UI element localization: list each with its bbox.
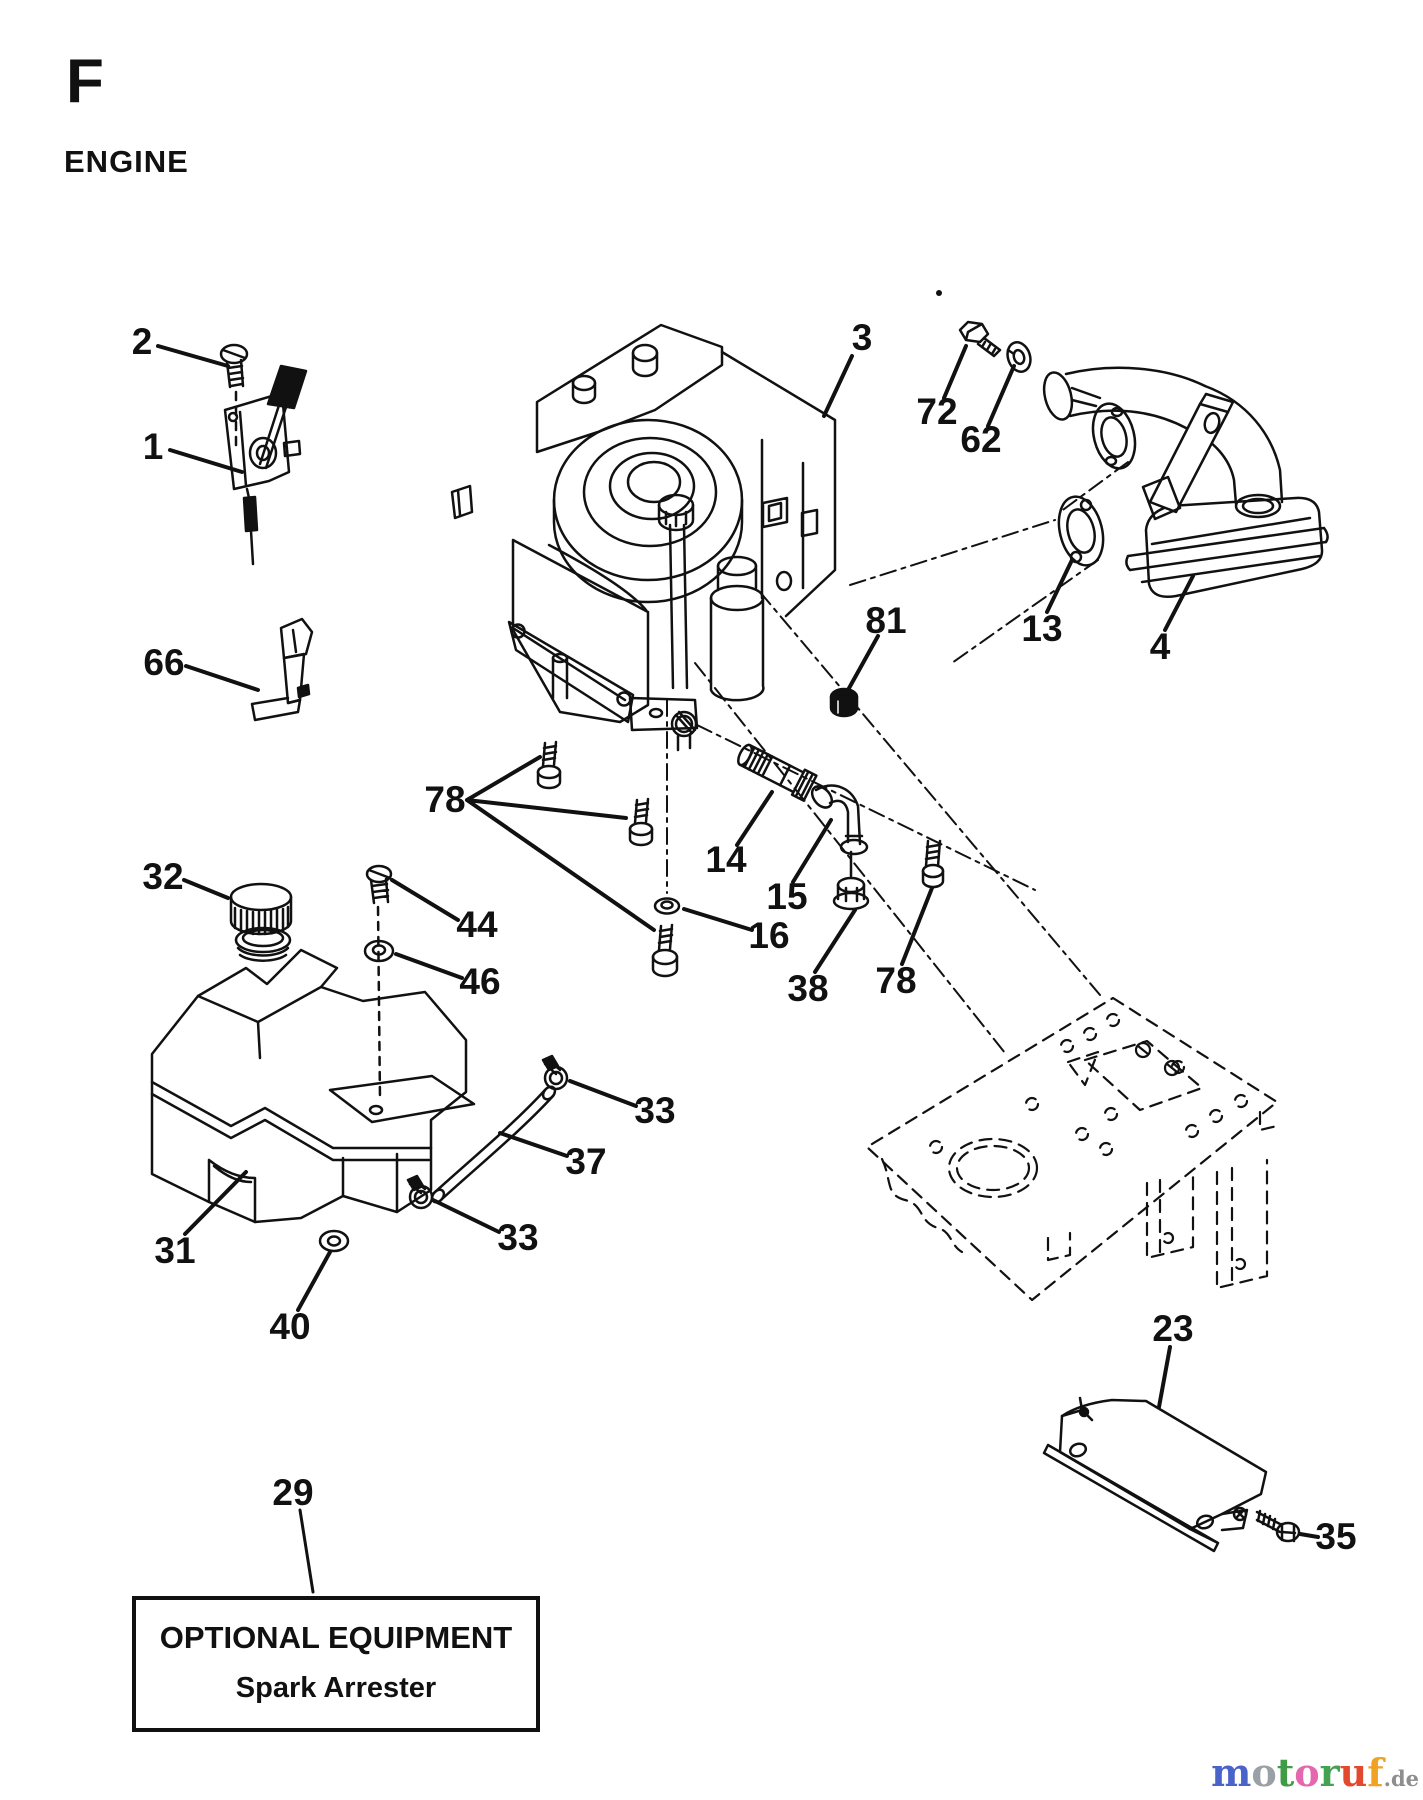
watermark: motoruf.de [1211, 1750, 1419, 1795]
part-label-32: 32 [142, 856, 184, 897]
hose-clamp-part-33-lower [406, 1174, 434, 1210]
watermark-suffix: .de [1383, 1766, 1419, 1791]
bolt-part-35 [1255, 1509, 1301, 1543]
elbow-part-15 [810, 784, 869, 856]
spark-arrester-label: Spark Arrester [235, 1672, 437, 1704]
section-title: ENGINE [64, 144, 189, 179]
bolt-part-78-b [628, 797, 654, 847]
watermark-letters: motoruf [1211, 1750, 1384, 1795]
part-label-40: 40 [269, 1306, 311, 1347]
throttle-control-part-1 [219, 343, 308, 566]
part-label-35: 35 [1315, 1516, 1357, 1557]
part-label-29: 29 [272, 1472, 314, 1513]
gasket-part-13 [1057, 495, 1105, 567]
watermark-letter: m [1211, 1750, 1252, 1795]
watermark-letter: u [1339, 1750, 1368, 1795]
washer-part-46 [363, 939, 395, 963]
part-label-37: 37 [565, 1141, 607, 1182]
part-label-46: 46 [459, 961, 501, 1002]
part-label-31: 31 [154, 1230, 196, 1271]
fuel-tank-part-31 [150, 948, 476, 1224]
part-label-1: 1 [142, 426, 164, 467]
bolt-part-78-right [921, 839, 945, 889]
part-label-81: 81 [865, 600, 907, 641]
washer-part-40 [318, 1229, 350, 1253]
part-label-16: 16 [748, 915, 790, 956]
muffler-assembly [936, 290, 1329, 598]
part-label-4: 4 [1149, 626, 1171, 667]
nut-part-81 [829, 687, 859, 718]
fuel-cap-part-32 [229, 882, 293, 936]
bracket-part-66 [250, 617, 314, 722]
bolt-part-78-c [651, 923, 679, 978]
figure-letter: F [66, 47, 104, 116]
fuel-hose-part-37 [430, 1085, 557, 1204]
nut-part-38 [832, 850, 870, 911]
optional-equipment-title: OPTIONAL EQUIPMENT [159, 1620, 513, 1655]
watermark-letter: f [1367, 1750, 1384, 1795]
nipple-part-14 [737, 743, 818, 802]
filler-neck [234, 926, 292, 962]
part-label-78-right: 78 [875, 960, 917, 1001]
part-label-33-lower: 33 [497, 1217, 539, 1258]
part-label-66: 66 [143, 642, 185, 683]
part-label-38: 38 [787, 968, 829, 1009]
part-label-3: 3 [851, 317, 873, 358]
part-label-14: 14 [705, 839, 747, 880]
hose-clamp-part-33-upper [541, 1054, 569, 1091]
part-label-15: 15 [766, 876, 808, 917]
part-label-62: 62 [960, 419, 1002, 460]
watermark-letter: r [1319, 1750, 1340, 1795]
optional-equipment-box: OPTIONAL EQUIPMENT Spark Arrester [132, 1596, 540, 1732]
leader-lines [156, 344, 1320, 1594]
part-label-23: 23 [1152, 1308, 1194, 1349]
engine-part-3 [450, 323, 837, 752]
chassis-plate-reference [865, 996, 1279, 1302]
washer-part-16 [653, 897, 681, 915]
part-label-33-upper: 33 [634, 1090, 676, 1131]
watermark-letter: t [1276, 1750, 1295, 1795]
muffler-part-4 [1125, 493, 1329, 598]
pipe-flange [1091, 402, 1137, 470]
bolt-part-72 [958, 320, 1002, 358]
mid-fasteners [536, 687, 945, 978]
part-label-72: 72 [916, 391, 958, 432]
fuel-tank-group [150, 864, 569, 1253]
part-label-78-left: 78 [424, 779, 466, 820]
part-label-2: 2 [131, 321, 153, 362]
bolt-part-78-a [536, 740, 562, 790]
watermark-letter: o [1251, 1750, 1277, 1795]
print-speck [936, 290, 942, 296]
alignment-dashes [234, 390, 382, 1102]
part-label-44: 44 [456, 904, 498, 945]
screw-part-44 [365, 864, 393, 905]
heat-shield-part-23 [1042, 1396, 1268, 1553]
part-label-13: 13 [1021, 608, 1063, 649]
lock-washer-part-62 [1006, 341, 1032, 373]
watermark-letter: o [1294, 1750, 1320, 1795]
muffler-deflector [1141, 392, 1235, 521]
